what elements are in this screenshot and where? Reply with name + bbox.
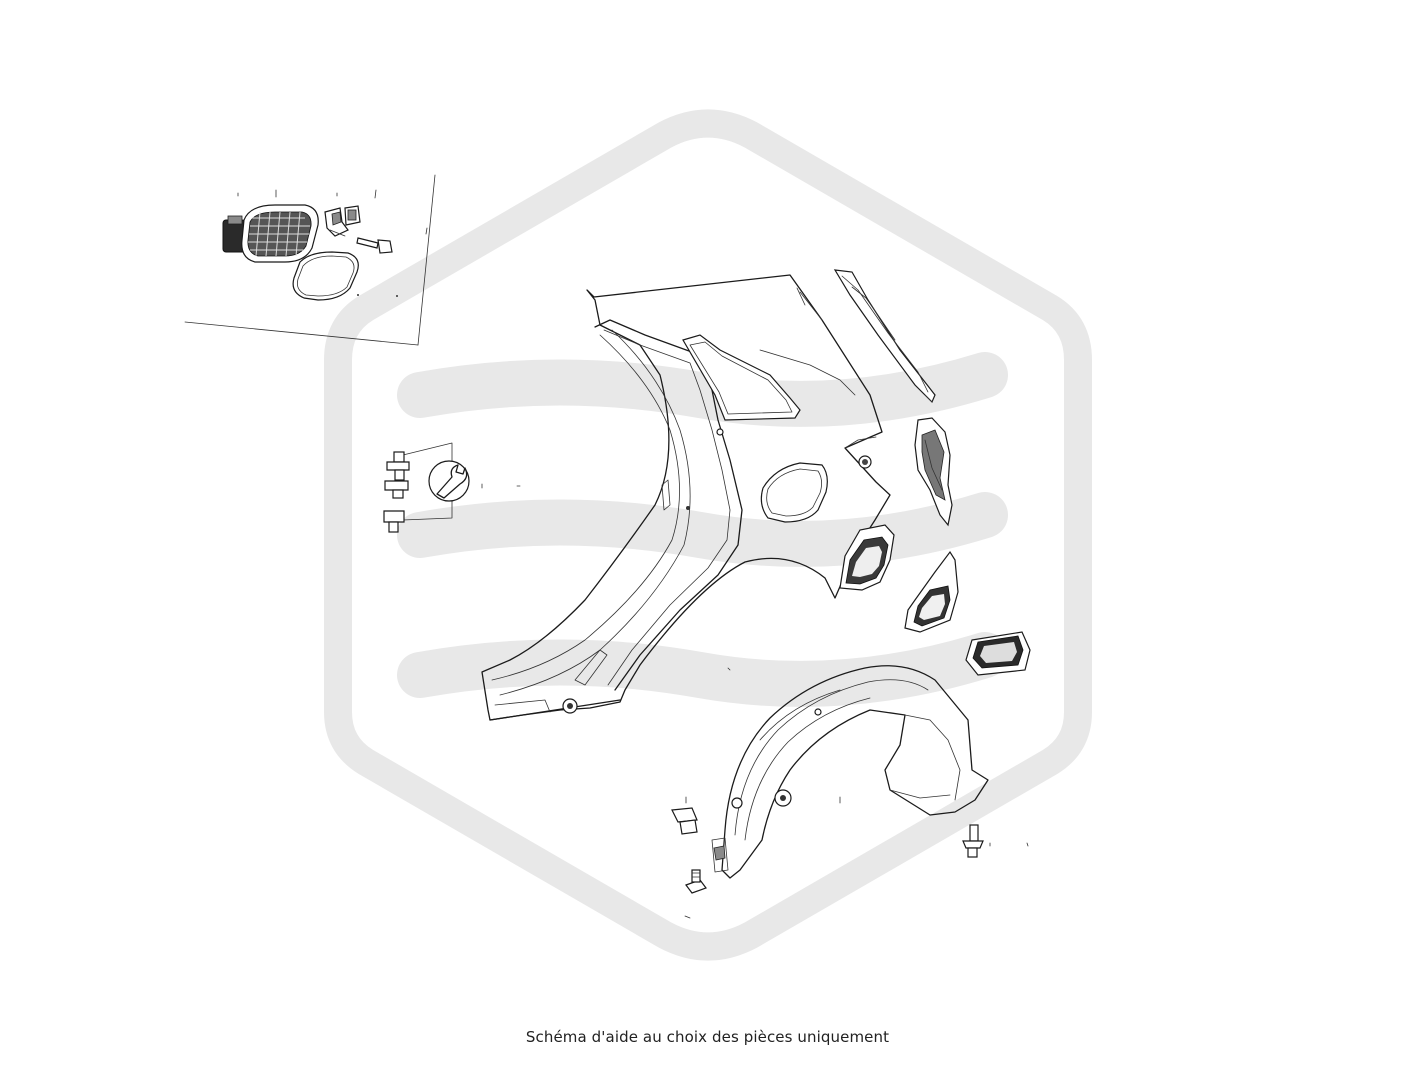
nut[interactable] <box>383 510 405 533</box>
rear-panel-extension[interactable] <box>914 417 953 527</box>
stud-bolt[interactable] <box>384 451 410 499</box>
diagram-caption: Schéma d'aide au choix des pièces unique… <box>525 1028 890 1046</box>
wheelhouse-liner[interactable] <box>711 665 989 879</box>
fuel-door-bolt[interactable] <box>356 237 393 254</box>
push-clip[interactable] <box>962 824 1029 858</box>
tightening-torque-icon <box>428 460 470 502</box>
quarter-panel[interactable] <box>481 274 895 721</box>
c-pillar-reinforcement[interactable] <box>833 269 936 404</box>
fuel-door-housing[interactable] <box>222 204 319 263</box>
liner-screw[interactable] <box>684 869 707 919</box>
taillamp-pocket-panel[interactable] <box>904 550 959 633</box>
liner-retainer-clip[interactable] <box>671 796 698 835</box>
fuel-door-hinge-spring[interactable] <box>324 205 361 237</box>
fuel-door-seal[interactable] <box>292 251 398 301</box>
tail-lamp-housing-bracket[interactable] <box>965 631 1031 676</box>
stud-nut-torque-group <box>383 442 521 533</box>
fuel-door-inset-frame <box>184 174 436 346</box>
watermark-logo-icon <box>324 109 1092 961</box>
